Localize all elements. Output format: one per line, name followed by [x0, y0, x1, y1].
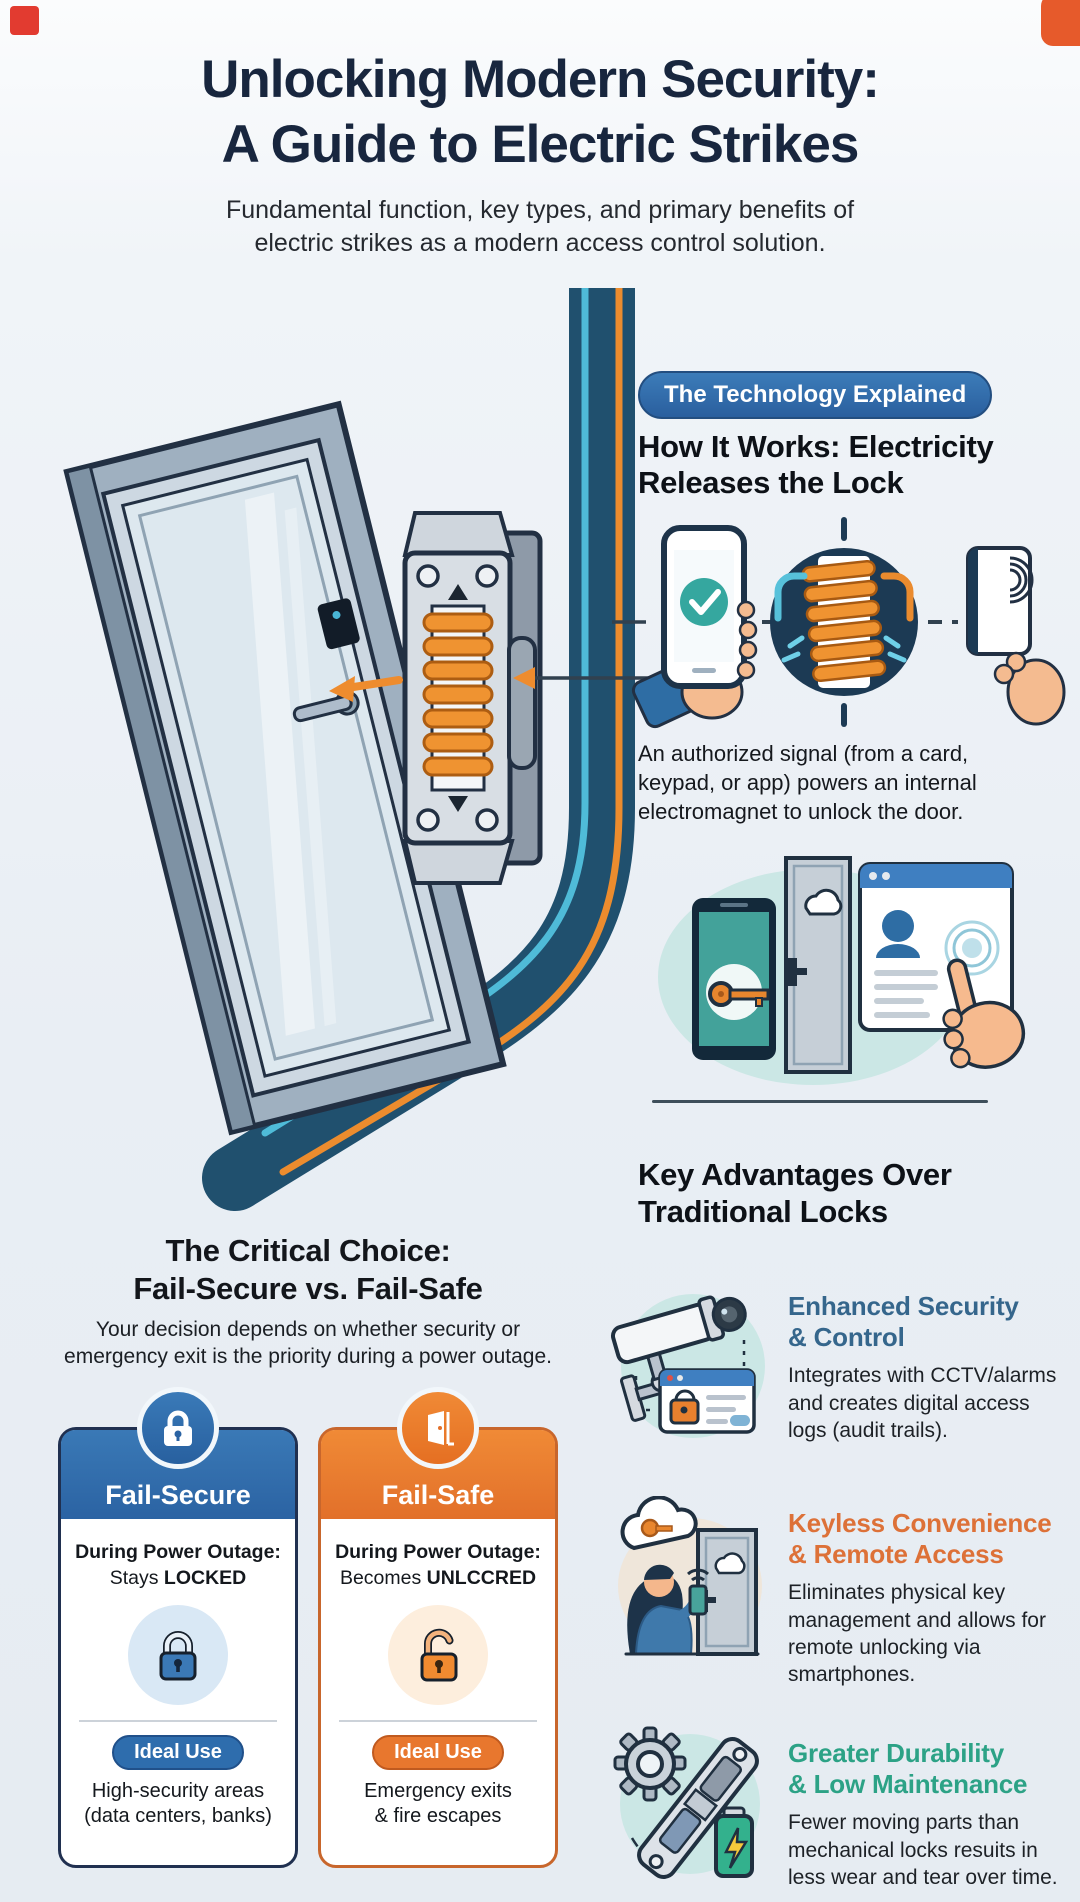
ideal-use-text: Emergency exits & fire escapes [364, 1780, 512, 1828]
outage-value: Stays LOCKED [109, 1567, 247, 1589]
padlock-closed-icon [164, 1410, 192, 1446]
critical-choice-heading: The Critical Choice: Fail-Secure vs. Fai… [133, 1233, 483, 1306]
advantage-title: Greater Durability & Low Maintenance [788, 1738, 1028, 1799]
durability-icon [613, 1726, 760, 1879]
woman-with-phone-icon [627, 1564, 709, 1655]
fail-safe-badge-circle [397, 1387, 479, 1469]
strike-coil-icon [422, 612, 494, 777]
page-subtitle: Fundamental function, key types, and pri… [225, 196, 855, 257]
unlocked-padlock-circle [388, 1605, 488, 1705]
electric-strike-icon [402, 511, 543, 885]
red-corner-mark [10, 6, 39, 35]
advantage-title: Keyless Convenience & Remote Access [788, 1508, 1052, 1569]
security-log-window-icon [658, 1368, 756, 1434]
padlock-open-icon [420, 1628, 458, 1682]
locked-padlock-circle [128, 1605, 228, 1705]
door-open-icon [428, 1411, 454, 1446]
door-keypad-icon [317, 598, 360, 650]
phone-key-icon [692, 898, 776, 1060]
advantage-body: Integrates with CCTV/alarms and creates … [788, 1364, 1057, 1442]
door-icon [784, 856, 852, 1074]
card-divider [79, 1720, 277, 1722]
card-header: Fail-Secure [61, 1430, 295, 1519]
advantage-body: Fewer moving parts than mechanical locks… [788, 1811, 1058, 1889]
pointing-hand-icon [942, 958, 1026, 1069]
cctv-camera-icon [610, 1294, 765, 1438]
illustration-baseline [652, 1100, 988, 1103]
how-it-works-heading: How It Works: Electricity Releases the L… [638, 429, 994, 500]
critical-choice-subtext: Your decision depends on whether securit… [64, 1318, 552, 1369]
smartphone-check-icon [631, 525, 758, 729]
advantage-enhanced-security: Enhanced Security & Control Integrates w… [788, 1291, 1068, 1444]
card-body: During Power Outage: Becomes UNLCCRED Id… [321, 1519, 555, 1829]
advantage-body: Eliminates physical key management and a… [788, 1581, 1046, 1687]
technology-badge: The Technology Explained [638, 371, 993, 419]
fail-secure-card: Fail-Secure During Power Outage: Stays L… [58, 1387, 298, 1868]
strike-plate-icon [637, 1737, 759, 1879]
outage-value: Becomes UNLCCRED [339, 1567, 537, 1589]
signal-flow-illustration [612, 517, 1066, 729]
ideal-use-text: High-security areas (data centers, banks… [84, 1780, 272, 1828]
advantage-title: Enhanced Security & Control [788, 1291, 1019, 1352]
advantage-durability: Greater Durability & Low Maintenance Few… [788, 1738, 1068, 1891]
keyless-remote-icon [618, 1496, 762, 1656]
door-strike-illustration [63, 288, 670, 1211]
orange-corner-mark [1041, 0, 1080, 46]
card-body: During Power Outage: Stays LOCKED Ideal … [61, 1519, 295, 1829]
card-divider [339, 1720, 537, 1722]
battery-bolt-icon [714, 1806, 754, 1878]
ideal-use-pill: Ideal Use [372, 1735, 504, 1770]
card-title: Fail-Safe [381, 1480, 495, 1510]
ideal-use-pill: Ideal Use [112, 1735, 244, 1770]
door-icon [63, 400, 507, 1136]
access-profile-touch-icon [858, 862, 1026, 1069]
advantages-heading: Key Advantages Over Traditional Locks [638, 1157, 952, 1230]
card-title: Fail-Secure [105, 1480, 251, 1510]
advantage-keyless-convenience: Keyless Convenience & Remote Access Elim… [788, 1508, 1068, 1689]
access-methods-illustration [658, 856, 1026, 1085]
outage-label: During Power Outage: [75, 1541, 281, 1563]
fail-safe-card: Fail-Safe During Power Outage: Becomes U… [318, 1387, 558, 1868]
contactless-card-icon [966, 546, 1066, 726]
padlock-locked-icon [159, 1631, 197, 1681]
gear-icon [613, 1726, 687, 1802]
card-header: Fail-Safe [321, 1430, 555, 1519]
fail-secure-badge-circle [137, 1387, 219, 1469]
outage-label: During Power Outage: [335, 1541, 541, 1563]
strike-to-door-arrow-icon [329, 676, 403, 702]
how-it-works-body: An authorized signal (from a card, keypa… [638, 741, 977, 824]
page-title: Unlocking Modern Security: A Guide to El… [201, 50, 880, 174]
cloud-key-icon [620, 1496, 698, 1551]
electromagnet-coil-icon [770, 517, 918, 727]
